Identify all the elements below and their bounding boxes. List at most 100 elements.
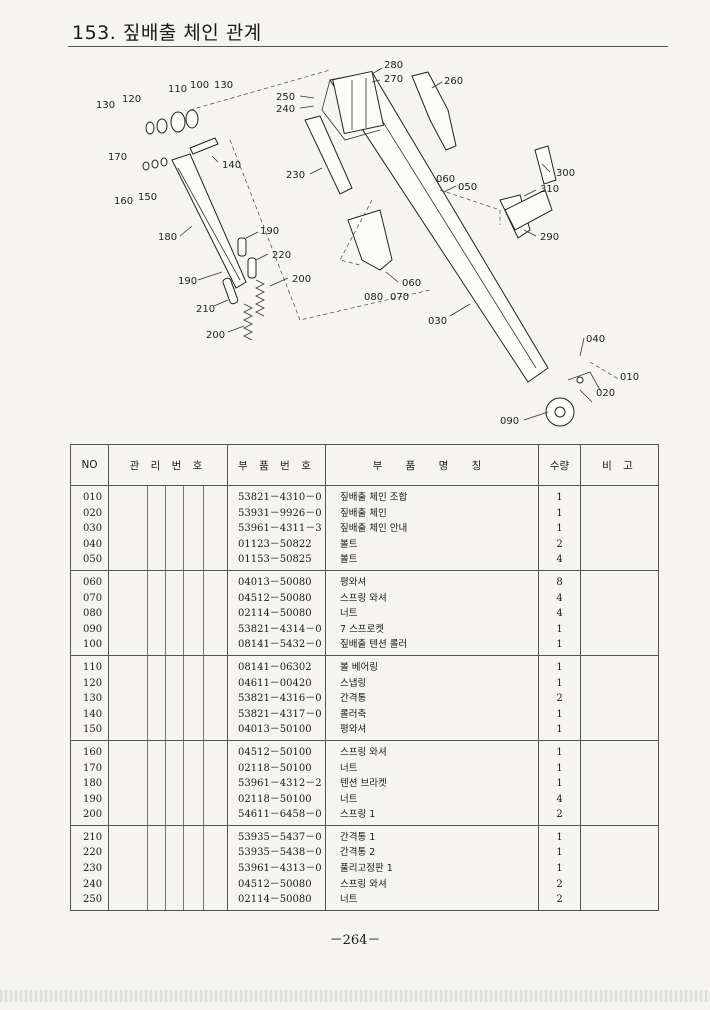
callout-070: 070 — [390, 292, 409, 303]
table-row: 230 — [83, 863, 103, 875]
header-part-no: 부 품 번 호 — [227, 444, 326, 486]
table-row — [581, 845, 658, 861]
table-row: 110 — [83, 661, 103, 673]
table-row — [581, 761, 658, 777]
table-row: 04013－50080 — [238, 576, 312, 588]
table-row — [581, 707, 658, 723]
callout-280: 280 — [384, 60, 403, 71]
table-row: 4 — [556, 608, 563, 620]
table-row: 150 — [83, 724, 103, 736]
mgmt-subdivider — [203, 825, 204, 910]
table-row: 짚배출 텐션 롤러 — [340, 639, 408, 651]
mgmt-subdivider — [203, 570, 204, 655]
table-row: 53935－5437－0 — [238, 831, 322, 843]
table-row: 1 — [556, 623, 563, 635]
chain-guide-rail — [321, 70, 549, 383]
cell-mgmt-no — [108, 485, 228, 571]
table-row: 53935－5438－0 — [238, 847, 322, 859]
table-row: 2 — [556, 878, 563, 890]
table-row: 1 — [556, 523, 563, 535]
table-row: 120 — [83, 677, 103, 689]
header-no: NO — [70, 444, 109, 486]
table-row — [581, 830, 658, 846]
callout-310: 310 — [540, 184, 559, 195]
table-row: 1 — [556, 863, 563, 875]
cell-remark — [580, 570, 659, 656]
bracket-300 — [534, 145, 557, 185]
callout-120: 120 — [122, 94, 141, 105]
title-rule — [68, 46, 668, 47]
cell-remark — [580, 825, 659, 911]
table-row — [109, 591, 227, 607]
table-row: 53961－4313－0 — [238, 863, 322, 875]
table-row: 간격통 2 — [340, 847, 376, 859]
table-row — [109, 745, 227, 761]
pulley-plate-230 — [304, 115, 353, 195]
callout-260: 260 — [444, 76, 463, 87]
mgmt-subdivider — [203, 486, 204, 570]
cell-mgmt-no — [108, 825, 228, 911]
table-row: 08141－06302 — [238, 661, 312, 673]
table-row — [581, 637, 658, 653]
table-row: 스프링 1 — [340, 809, 376, 821]
cell-remark — [580, 655, 659, 741]
table-row — [581, 722, 658, 738]
table-row: 53821－4310－0 — [238, 492, 322, 503]
table-row — [109, 606, 227, 622]
callout-160: 160 — [114, 196, 133, 207]
table-row: 1 — [556, 778, 563, 790]
table-row: 평와셔 — [340, 724, 367, 736]
callout-240: 240 — [276, 104, 295, 115]
table-row: 02118－50100 — [238, 793, 312, 805]
leader-lines — [179, 67, 593, 421]
callout-180: 180 — [158, 232, 177, 243]
table-row — [581, 606, 658, 622]
table-row — [581, 776, 658, 792]
table-row: 53821－4316－0 — [238, 693, 322, 705]
table-row: 02114－50080 — [238, 894, 312, 906]
table-row: 04512－50080 — [238, 592, 312, 604]
mgmt-subdivider — [165, 740, 166, 825]
table-row: 1 — [556, 831, 563, 843]
table-row: 53931－9926－0 — [238, 507, 322, 519]
table-row: 04512－50080 — [238, 878, 312, 890]
table-row: 190 — [83, 793, 103, 805]
table-row: 너트 — [340, 762, 358, 774]
table-row: 1 — [556, 677, 563, 689]
callout-250: 250 — [276, 92, 295, 103]
table-row: 04013－50100 — [238, 724, 312, 736]
roller-assembly — [142, 109, 219, 171]
table-row — [581, 792, 658, 808]
callout-110: 110 — [168, 84, 187, 95]
table-row — [581, 877, 658, 893]
table-row: 1 — [556, 507, 563, 519]
table-row: 스프링 와셔 — [340, 878, 387, 890]
table-row: 7 스프로켓 — [340, 623, 385, 635]
table-row — [581, 521, 658, 537]
table-row — [581, 807, 658, 823]
table-row: 1 — [556, 746, 563, 758]
table-row: 짚배출 체인 안내 — [340, 523, 408, 535]
table-row — [109, 761, 227, 777]
callout-190-a: 190 — [260, 226, 279, 237]
mgmt-subdivider — [147, 740, 148, 825]
table-row: 53821－4317－0 — [238, 708, 322, 720]
callout-200-b: 200 — [206, 330, 225, 341]
mgmt-subdivider — [183, 570, 184, 655]
header-mgmt-no: 관 리 번 호 — [108, 444, 228, 486]
callout-100: 100 — [190, 80, 209, 91]
callout-010: 010 — [620, 372, 639, 383]
cell-mgmt-no — [108, 570, 228, 656]
table-row — [109, 676, 227, 692]
callout-150: 150 — [138, 192, 157, 203]
callout-090: 090 — [500, 416, 519, 427]
